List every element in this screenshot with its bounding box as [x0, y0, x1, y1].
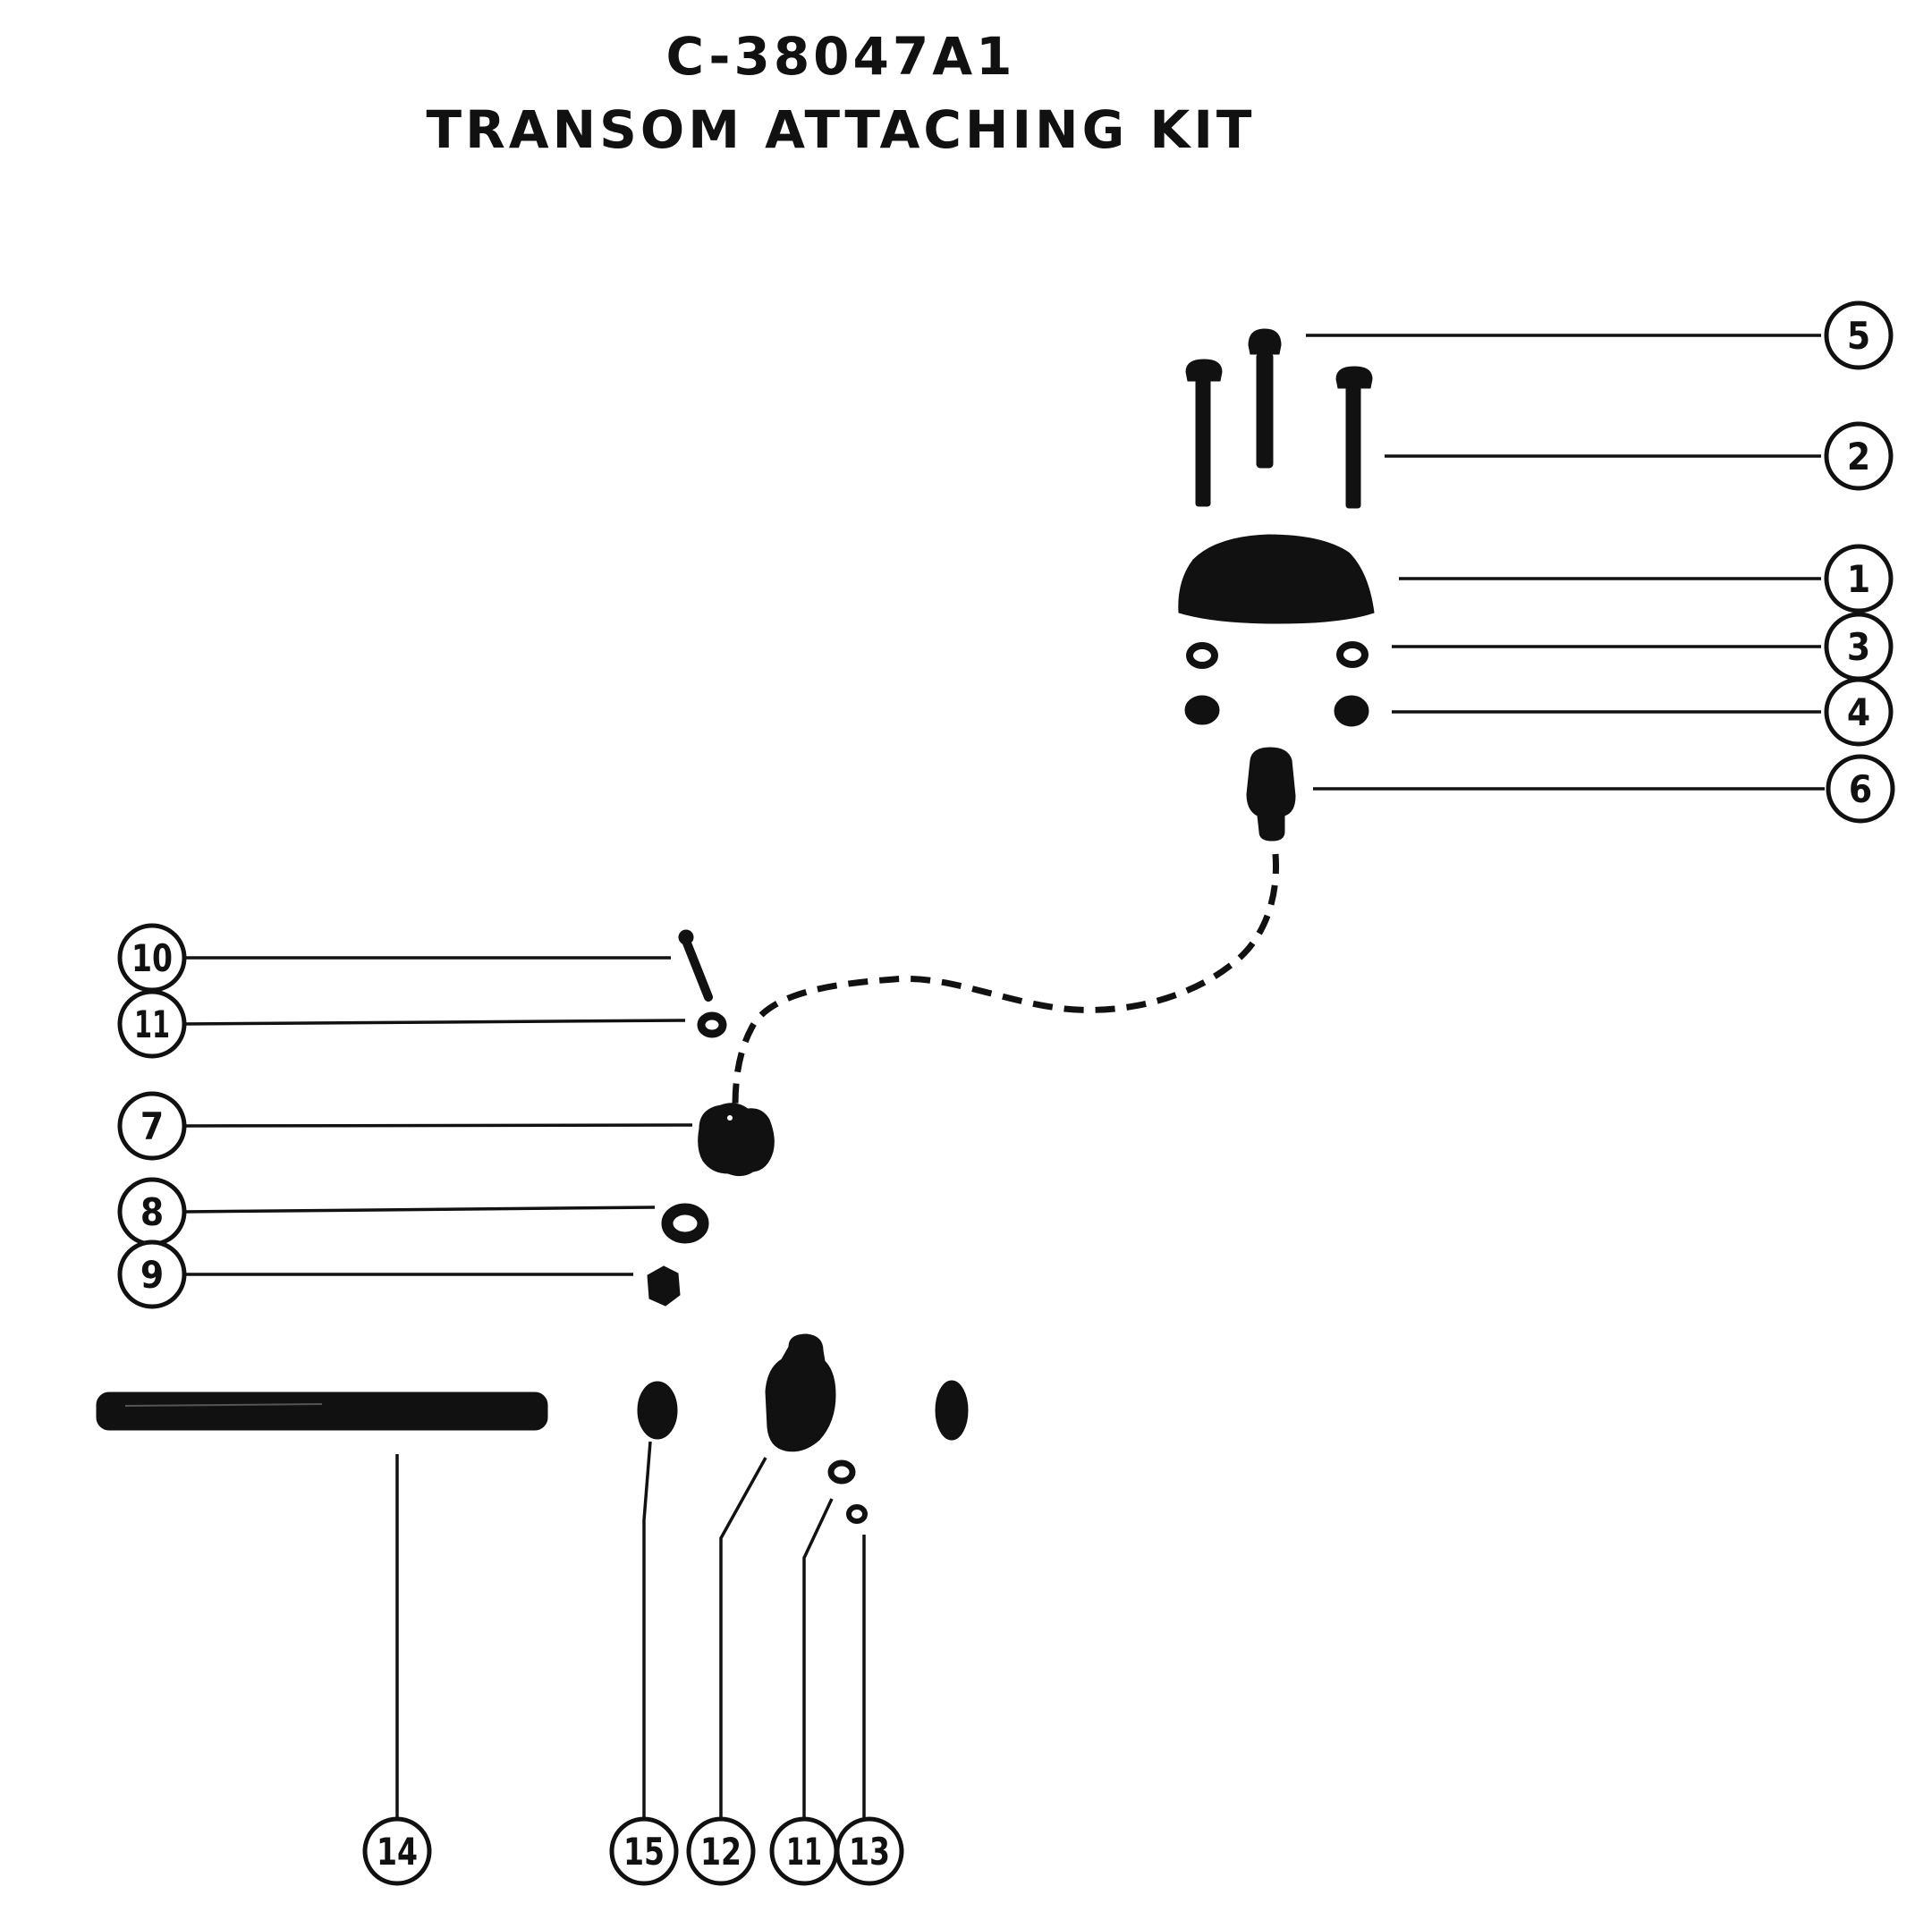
part-number-title: C-38047A1 [665, 26, 1016, 87]
part-2-bolt-right [1335, 366, 1373, 509]
svg-text:11: 11 [786, 1830, 822, 1874]
callout-13: 13 [835, 1816, 904, 1886]
callout-1: 1 [1824, 544, 1894, 613]
svg-text:7: 7 [140, 1104, 164, 1148]
callout-11-lower: 11 [769, 1816, 839, 1886]
leader-7 [182, 1123, 693, 1128]
part-6-connector [1246, 747, 1296, 842]
svg-text:2: 2 [1847, 435, 1870, 478]
leader-11a [182, 1019, 686, 1026]
svg-text:3: 3 [1847, 625, 1870, 669]
callout-15: 15 [609, 1816, 679, 1886]
part-9-nut [647, 1265, 681, 1307]
svg-text:12: 12 [700, 1830, 741, 1874]
part-4-nut-right [1334, 695, 1369, 727]
callout-6: 6 [1826, 754, 1895, 824]
callout-5: 5 [1824, 300, 1894, 370]
kit-name-title: TRANSOM ATTACHING KIT [426, 99, 1256, 160]
part-13-ring [846, 1504, 868, 1524]
part-11-washer-upper [697, 1011, 727, 1038]
part-11-washer-lower [827, 1459, 856, 1485]
svg-text:1: 1 [1847, 557, 1870, 601]
callout-8: 8 [117, 1177, 187, 1247]
part-10-screw [678, 929, 713, 1002]
svg-text:9: 9 [140, 1253, 164, 1297]
part-4-nut-left [1184, 695, 1220, 725]
part-14-rod [96, 1392, 548, 1431]
title-block: C-38047A1 TRANSOM ATTACHING KIT [0, 20, 1682, 166]
svg-text:5: 5 [1847, 314, 1870, 358]
leader-12 [719, 1457, 767, 1819]
part-5-bolt [1248, 328, 1282, 469]
part-15-bushing [637, 1381, 678, 1440]
svg-text:15: 15 [623, 1830, 665, 1874]
leader-15 [642, 1441, 652, 1819]
svg-text:13: 13 [849, 1830, 890, 1874]
callout-2: 2 [1824, 421, 1894, 491]
svg-text:14: 14 [377, 1830, 418, 1874]
part-7-clamp [698, 1103, 775, 1177]
svg-text:11: 11 [134, 1003, 170, 1046]
callout-9: 9 [117, 1239, 187, 1309]
callout-10: 10 [117, 923, 187, 993]
part-3-washer-right [1336, 641, 1368, 668]
callout-4: 4 [1824, 677, 1894, 747]
svg-text:8: 8 [140, 1190, 164, 1234]
callout-7: 7 [117, 1091, 187, 1161]
callout-12: 12 [686, 1816, 756, 1886]
dashed-cable-path [732, 853, 1279, 1108]
callout-14: 14 [362, 1816, 432, 1886]
part-1-transom-plate [1178, 534, 1375, 624]
leader-11b [802, 1498, 834, 1819]
callout-11-upper: 11 [117, 989, 187, 1059]
part-2-bolt-left [1185, 359, 1223, 507]
svg-text:10: 10 [131, 936, 173, 980]
svg-text:4: 4 [1847, 690, 1870, 734]
part-8-washer [661, 1203, 709, 1244]
callout-3: 3 [1824, 612, 1894, 681]
part-3-washer-left [1186, 642, 1218, 669]
part-bushing-right [935, 1380, 969, 1441]
leader-8 [182, 1206, 656, 1214]
svg-text:6: 6 [1849, 767, 1872, 811]
part-12-knob [765, 1333, 836, 1452]
